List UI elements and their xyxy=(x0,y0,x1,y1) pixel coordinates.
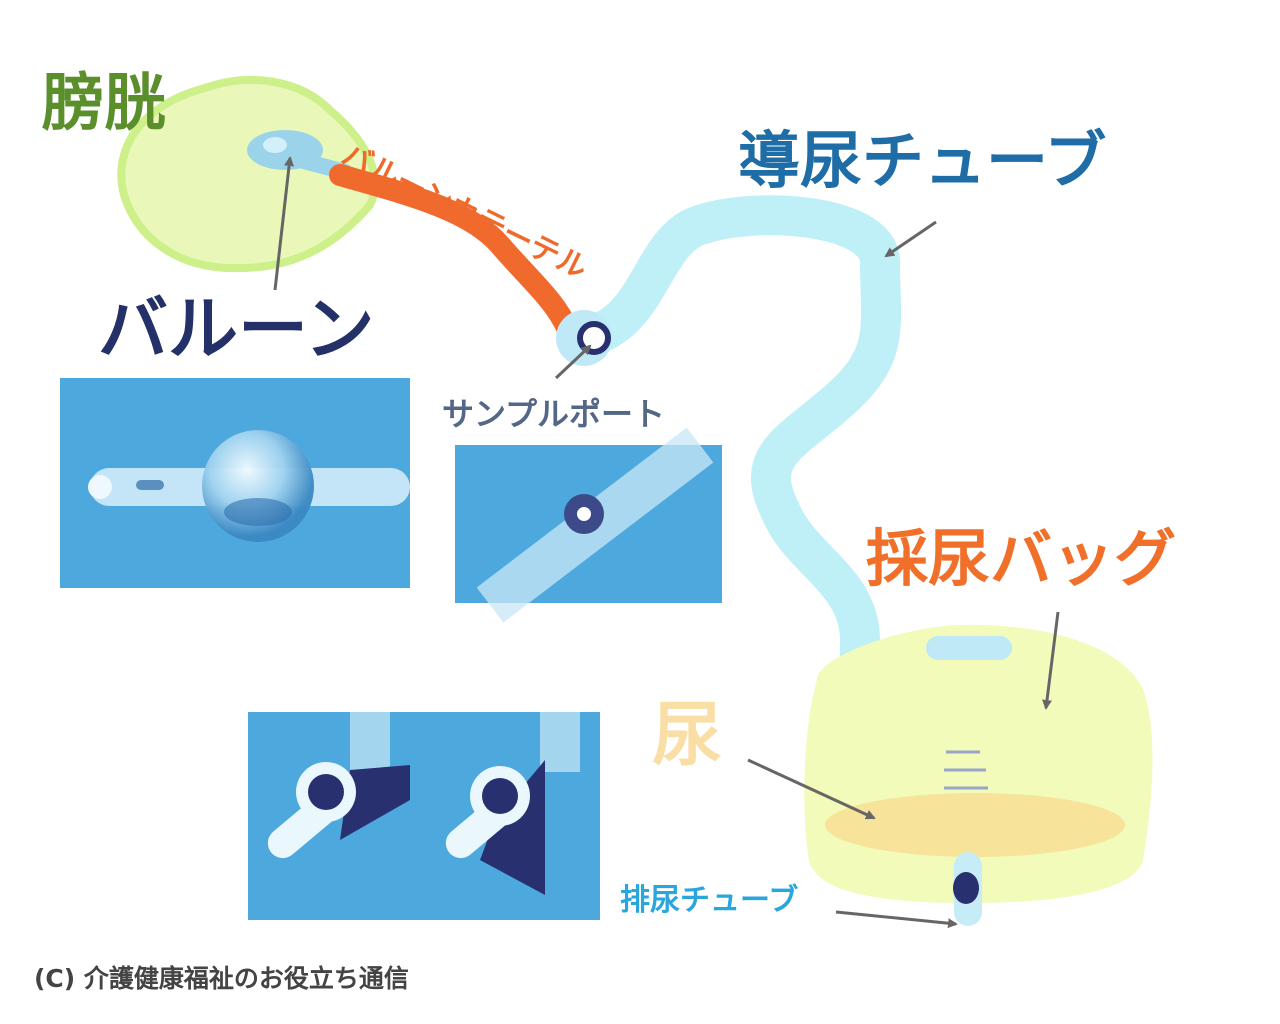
catheter-line xyxy=(329,164,579,341)
label-drain-tube: 排尿チューブ xyxy=(620,883,799,918)
label-balloon: バルーン xyxy=(98,288,375,370)
drain-tube-cap xyxy=(953,872,979,904)
bladder-shape xyxy=(117,75,379,273)
label-urine: 尿 xyxy=(652,694,722,776)
label-urine-bag: 採尿バッグ xyxy=(866,522,1177,595)
balloon-photo xyxy=(60,378,410,588)
sample-port-photo xyxy=(455,427,722,623)
pointer-arrow-drain xyxy=(835,910,958,929)
pointer-arrow-tube xyxy=(884,220,937,258)
urine-in-bag xyxy=(825,793,1125,857)
pointer-arrow-sample-port xyxy=(554,344,592,380)
sample-port-ring xyxy=(577,321,611,355)
label-bladder: 膀胱 xyxy=(42,66,167,139)
label-urinary-tube: 導尿チューブ xyxy=(738,124,1107,197)
balloon-highlight xyxy=(263,137,287,153)
drain-valve-photo xyxy=(248,712,600,920)
bag-handle-window xyxy=(926,636,1012,660)
label-sample-port: サンプルポート xyxy=(442,395,666,433)
pointer-arrow-balloon xyxy=(273,156,295,291)
copyright-text: (C) 介護健康福祉のお役立ち通信 xyxy=(34,964,409,993)
pointer-arrow-bag xyxy=(1042,611,1060,710)
pointer-arrow-urine xyxy=(747,758,876,820)
urinary-tube-line xyxy=(560,195,902,720)
